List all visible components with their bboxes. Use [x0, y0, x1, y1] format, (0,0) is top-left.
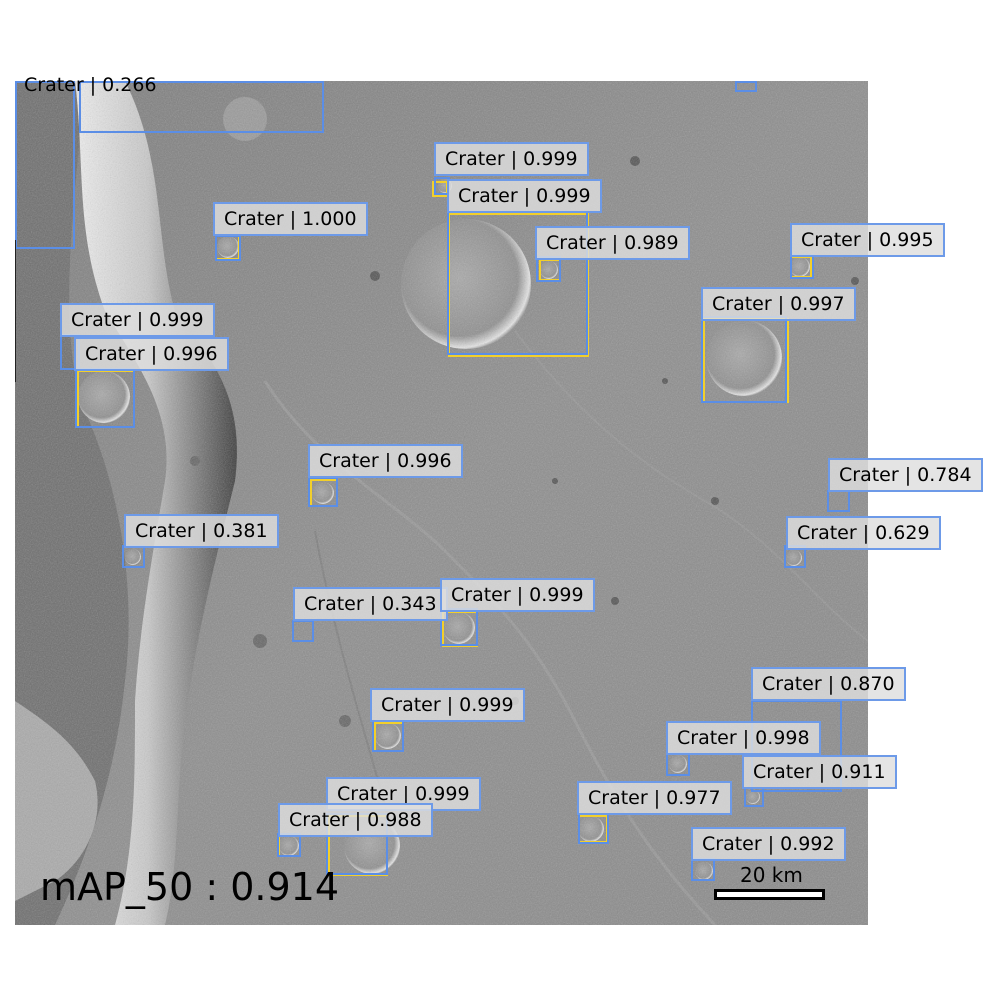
- detection-label: Crater | 0.629: [786, 516, 941, 550]
- detection-label: Crater | 0.911: [742, 755, 897, 789]
- detection-label: Crater | 0.343: [293, 587, 448, 621]
- detection-label: Crater | 0.999: [434, 142, 589, 176]
- detection-label: Crater | 0.999: [370, 688, 525, 722]
- detection-label: Crater | 0.998: [666, 721, 821, 755]
- scale-bar-label: 20 km: [740, 863, 803, 887]
- detection-label: Crater | 0.999: [447, 179, 602, 213]
- detection-label: Crater | 0.870: [751, 667, 906, 701]
- detection-label: Crater | 0.266: [24, 74, 157, 96]
- detection-label: Crater | 0.997: [701, 287, 856, 321]
- detection-label: Crater | 0.999: [440, 578, 595, 612]
- axis-edge-line: [15, 240, 16, 382]
- detection-label: Crater | 0.992: [691, 827, 846, 861]
- detection-label: Crater | 0.996: [74, 337, 229, 371]
- detection-label: Crater | 0.988: [278, 803, 433, 837]
- detection-label: Crater | 0.989: [535, 226, 690, 260]
- detection-label: Crater | 0.999: [60, 303, 215, 337]
- scale-bar: [714, 889, 825, 900]
- detection-label: Crater | 0.977: [577, 781, 732, 815]
- detection-label: Crater | 0.995: [790, 223, 945, 257]
- detection-label: Crater | 0.381: [124, 514, 279, 548]
- detection-label: Crater | 0.996: [308, 444, 463, 478]
- detection-label: Crater | 0.784: [828, 458, 983, 492]
- map50-score: mAP_50 : 0.914: [40, 865, 340, 909]
- detection-label: Crater | 1.000: [213, 202, 368, 236]
